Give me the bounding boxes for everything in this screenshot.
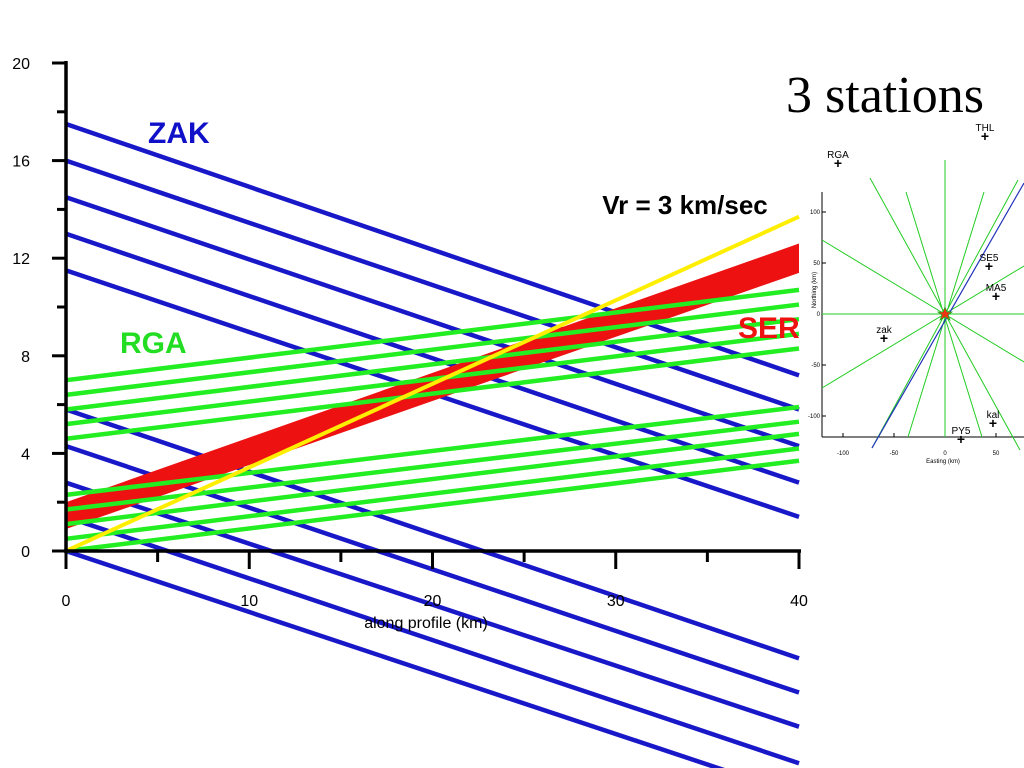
station-marker-icon: +	[989, 415, 997, 431]
station-marker-icon: +	[992, 288, 1000, 304]
map-station-se5: SE5 +	[980, 253, 999, 274]
x-tick-labels: 0 10 20 30 40	[62, 593, 808, 610]
vr-line	[65, 214, 800, 553]
epicenter-star-icon	[936, 305, 954, 321]
rga-line	[65, 446, 800, 542]
y-tick-label: 0	[21, 544, 30, 561]
zak-line	[65, 231, 800, 485]
zak-line	[65, 195, 800, 449]
rga-line	[65, 404, 800, 498]
ray-line	[821, 239, 1024, 363]
travel-time-chart: 0 10 20 30 40 0 4 8 12 16 20	[12, 56, 808, 768]
rga-line	[65, 431, 800, 527]
y-tick-label: 8	[21, 349, 30, 366]
map-station-thl: THL +	[976, 123, 995, 144]
map-x-tick: 0	[943, 451, 947, 457]
map-station-kal: kal +	[987, 410, 1000, 431]
map-x-tick: -50	[890, 451, 899, 457]
zak-line	[65, 407, 800, 661]
y-tick-label: 20	[12, 56, 30, 73]
map-x-tick: 50	[993, 451, 1000, 457]
station-marker-icon: +	[985, 258, 993, 274]
map-y-tick: -100	[808, 414, 821, 420]
rga-line	[65, 302, 800, 398]
x-tick-label: 30	[607, 593, 625, 610]
rga-line	[65, 316, 800, 412]
x-tick-label: 10	[240, 593, 258, 610]
azimuth-ray-lines	[821, 160, 1024, 451]
map-x-tick: -100	[837, 451, 850, 457]
map-y-tick: 100	[810, 210, 821, 216]
chart-axes	[52, 61, 801, 569]
rga-line	[65, 346, 800, 441]
station-label: PY5	[952, 426, 971, 437]
station-marker-icon: +	[834, 155, 842, 171]
slide-title: 3 stations	[786, 67, 984, 124]
map-station-ma5: MA5 +	[986, 283, 1007, 304]
map-x-tick-labels: -100 -50 0 50	[837, 451, 1000, 457]
x-tick-label: 40	[790, 593, 808, 610]
station-label: zak	[876, 325, 893, 336]
zak-line	[65, 548, 726, 768]
ser-station-label: SER	[738, 312, 800, 345]
map-station-zak: zak +	[876, 325, 893, 346]
zak-line	[65, 443, 800, 695]
station-label: SE5	[980, 253, 999, 264]
ray-line	[821, 265, 1024, 389]
x-tick-label: 20	[424, 593, 442, 610]
ser-band-area	[66, 243, 799, 530]
map-x-axis-title: Easting (km)	[926, 459, 960, 465]
zak-station-label: ZAK	[148, 117, 210, 150]
station-marker-icon: +	[880, 330, 888, 346]
zak-line	[65, 158, 800, 412]
rga-station-label: RGA	[120, 327, 187, 360]
station-marker-icon: +	[957, 431, 965, 447]
x-axis-title: along profile (km)	[364, 615, 488, 632]
y-tick-labels: 0 4 8 12 16 20	[12, 56, 30, 561]
y-tick-label: 16	[12, 154, 30, 171]
station-label: RGA	[827, 150, 849, 161]
station-label: kal	[987, 410, 1000, 421]
y-tick-label: 4	[21, 446, 30, 463]
velocity-annotation: Vr = 3 km/sec	[602, 190, 768, 220]
y-tick-label: 12	[12, 251, 30, 268]
rga-line	[65, 331, 800, 427]
station-label: MA5	[986, 283, 1007, 294]
rga-line	[65, 458, 800, 554]
map-y-axis-title: Northing (km)	[812, 272, 818, 308]
x-tick-label: 0	[62, 593, 71, 610]
map-station-rga: RGA +	[827, 150, 849, 171]
zak-line	[65, 514, 800, 766]
station-marker-icon: +	[981, 128, 989, 144]
station-label: THL	[976, 123, 995, 134]
rga-moveout-lines	[65, 287, 800, 554]
map-y-tick: 50	[813, 261, 820, 267]
rupture-velocity-line	[65, 214, 800, 553]
rga-line	[65, 287, 800, 383]
map-y-tick: 0	[817, 312, 821, 318]
map-station-py5: PY5 +	[952, 426, 971, 447]
ser-moveout-band	[66, 243, 799, 530]
map-y-tick: -50	[811, 363, 820, 369]
station-location-map: 100 50 0 -50 -100 -100 -50 0 50 Easting …	[808, 123, 1024, 465]
map-y-tick-labels: 100 50 0 -50 -100	[808, 210, 821, 420]
